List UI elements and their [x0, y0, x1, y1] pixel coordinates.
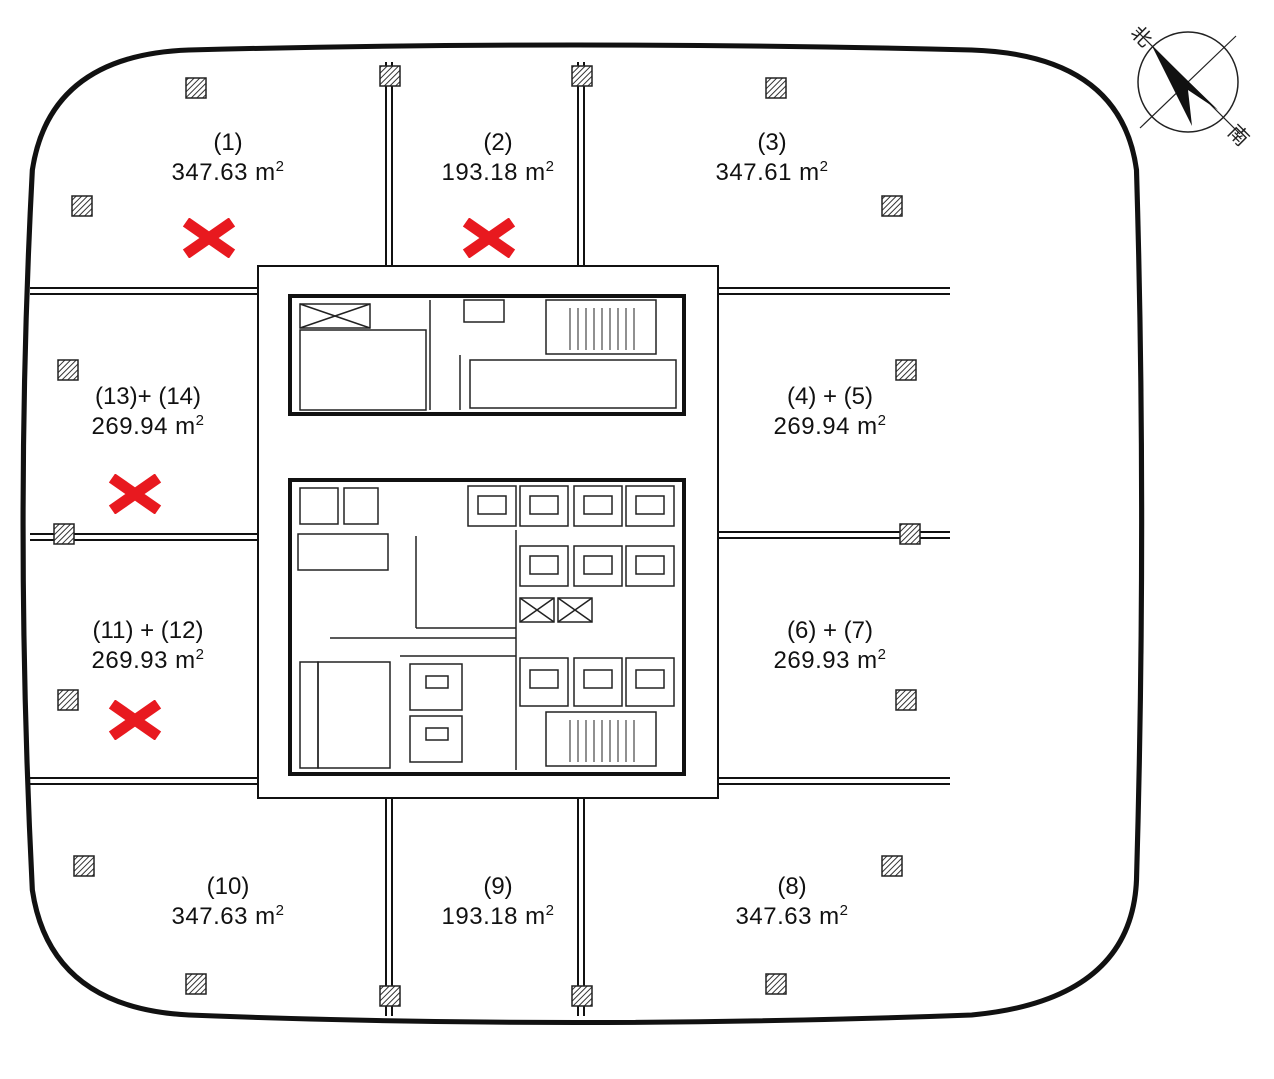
core-lower-block: [288, 478, 686, 776]
column-marker: [895, 359, 917, 381]
column-marker: [185, 77, 207, 99]
unit-label-u1: (1)347.63 m2: [118, 128, 338, 188]
unit-area-unit: m: [819, 903, 840, 930]
unit-area-power: 2: [275, 158, 285, 175]
unit-number: (2): [483, 129, 513, 156]
unit-number: (13)+ (14): [94, 383, 202, 410]
unit-area-value: 347.63: [735, 903, 820, 930]
unit-area: 193.18 m2: [388, 158, 608, 188]
unit-label-u9: (9)193.18 m2: [388, 872, 608, 932]
unit-area: 269.93 m2: [38, 646, 258, 676]
structural-columns: [53, 65, 921, 1007]
unit-area: 347.63 m2: [682, 902, 902, 932]
column-marker: [765, 77, 787, 99]
column-marker: [379, 65, 401, 87]
unit-area-value: 269.94: [773, 413, 858, 440]
unit-area-value: 193.18: [441, 903, 526, 930]
unit-label-u13: (13)+ (14)269.94 m2: [38, 382, 258, 442]
column-marker: [185, 973, 207, 995]
unit-area-unit: m: [799, 159, 820, 186]
unit-area-power: 2: [877, 412, 887, 429]
unit-area-unit: m: [857, 413, 878, 440]
unit-area-unit: m: [255, 159, 276, 186]
unit-area-unit: m: [525, 159, 546, 186]
column-marker: [57, 689, 79, 711]
unit-number: (3): [757, 129, 787, 156]
unit-number: (9): [483, 873, 513, 900]
unit-number: (1): [213, 129, 243, 156]
unit-area: 347.63 m2: [118, 158, 338, 188]
leased-x-icon: [108, 474, 162, 514]
unit-area-power: 2: [195, 646, 205, 663]
column-marker: [881, 195, 903, 217]
unit-area-power: 2: [195, 412, 205, 429]
column-marker: [73, 855, 95, 877]
unit-number: (10): [206, 873, 250, 900]
unit-area-value: 347.63: [171, 903, 256, 930]
partitions: [30, 62, 950, 1016]
unit-area: 347.63 m2: [118, 902, 338, 932]
unit-number: (8): [777, 873, 807, 900]
unit-area-unit: m: [525, 903, 546, 930]
unit-area-power: 2: [275, 902, 285, 919]
compass-icon: 北 南: [1126, 21, 1254, 151]
unit-area-power: 2: [877, 646, 887, 663]
unit-area-unit: m: [255, 903, 276, 930]
column-marker: [57, 359, 79, 381]
column-marker: [881, 855, 903, 877]
unit-area-value: 269.93: [91, 647, 176, 674]
unit-area-power: 2: [839, 902, 849, 919]
unit-area: 193.18 m2: [388, 902, 608, 932]
column-marker: [53, 523, 75, 545]
column-marker: [765, 973, 787, 995]
unit-area-power: 2: [545, 158, 555, 175]
unit-area: 269.94 m2: [38, 412, 258, 442]
unit-area-unit: m: [175, 413, 196, 440]
unit-number: (4) + (5): [786, 383, 873, 410]
column-marker: [571, 985, 593, 1007]
unit-area-unit: m: [857, 647, 878, 674]
unit-area-power: 2: [819, 158, 829, 175]
unit-area-power: 2: [545, 902, 555, 919]
unit-area-value: 269.94: [91, 413, 176, 440]
compass-south-label: 南: [1223, 120, 1254, 151]
unit-label-u4: (4) + (5)269.94 m2: [720, 382, 940, 442]
unit-area-value: 269.93: [773, 647, 858, 674]
column-marker: [571, 65, 593, 87]
column-marker: [379, 985, 401, 1007]
column-marker: [899, 523, 921, 545]
unit-area: 269.94 m2: [720, 412, 940, 442]
unit-area: 269.93 m2: [720, 646, 940, 676]
leased-x-icon: [108, 700, 162, 740]
unit-area-value: 347.61: [715, 159, 800, 186]
unit-number: (11) + (12): [92, 617, 204, 644]
unit-label-u10: (10)347.63 m2: [118, 872, 338, 932]
leased-x-icon: [462, 218, 516, 258]
unit-label-u6: (6) + (7)269.93 m2: [720, 616, 940, 676]
unit-area-value: 347.63: [171, 159, 256, 186]
column-marker: [71, 195, 93, 217]
unit-area: 347.61 m2: [662, 158, 882, 188]
core-outer: [257, 265, 719, 799]
unit-number: (6) + (7): [786, 617, 873, 644]
unit-label-u11: (11) + (12)269.93 m2: [38, 616, 258, 676]
core-interior: [297, 299, 677, 770]
unit-area-value: 193.18: [441, 159, 526, 186]
leased-x-icon: [182, 218, 236, 258]
unit-label-u2: (2)193.18 m2: [388, 128, 608, 188]
perimeter-wall: [20, 42, 1145, 1025]
unit-label-u8: (8)347.63 m2: [682, 872, 902, 932]
unit-area-unit: m: [175, 647, 196, 674]
column-marker: [895, 689, 917, 711]
unit-label-u3: (3)347.61 m2: [662, 128, 882, 188]
core-upper-block: [288, 294, 686, 416]
